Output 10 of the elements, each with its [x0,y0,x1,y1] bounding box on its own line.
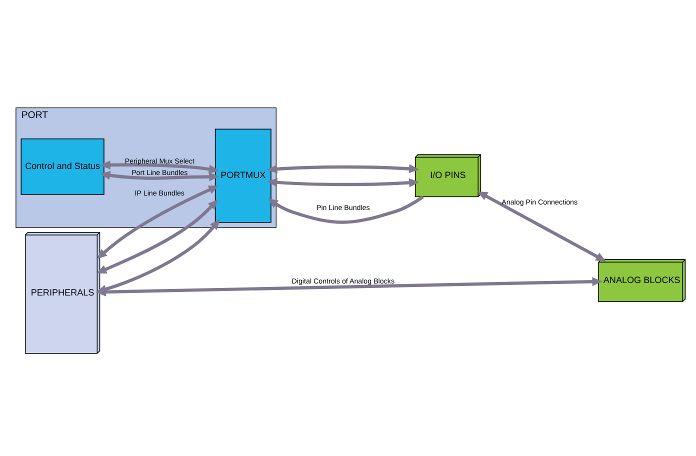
arrow [96,186,219,260]
arrow [96,199,218,274]
arrow [100,160,220,174]
node-box: Control and Status [20,138,104,195]
arrow [477,191,606,262]
arrow [267,178,420,188]
arrow [268,195,424,224]
arrow [100,170,220,182]
node-box: PORTMUX [214,128,272,223]
arrow [267,164,420,174]
